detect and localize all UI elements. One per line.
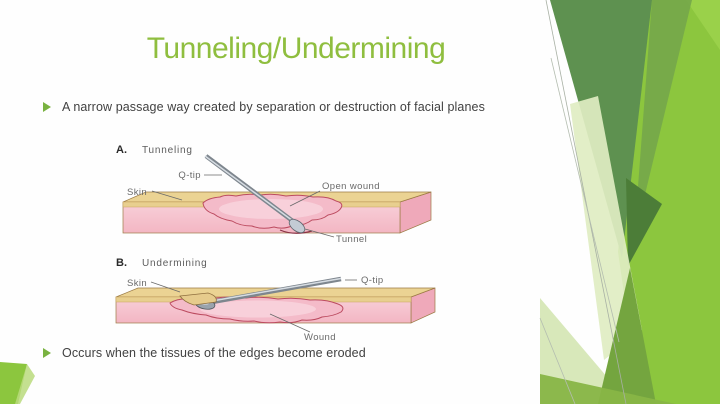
bullet-1-text: A narrow passage way created by separati… (62, 100, 485, 114)
leader-tunnel (304, 228, 335, 238)
facet-bottomleft-wedge (0, 362, 27, 404)
annotation-open-wound: Open wound (322, 181, 380, 192)
facet-medium (634, 0, 692, 240)
slide-title: Tunneling/Undermining (146, 32, 446, 65)
leader-skin-b (150, 281, 181, 293)
qtip-tip-a (288, 218, 306, 234)
tunnel-opening-a (279, 229, 313, 234)
bullet-item-2: Occurs when the tissues of the edges bec… (43, 346, 563, 360)
annotation-qtip-a: Q-tip (178, 170, 201, 181)
figure-panel-b: B. Undermining Skin Q-tip Wound (115, 257, 436, 343)
skin-slab-top-b (115, 287, 436, 298)
bullet-2-text: Occurs when the tissues of the edges bec… (62, 346, 366, 360)
qtip-tip-highlight-b (197, 300, 209, 305)
facet-hairline (539, 317, 576, 404)
qtip-stick-b (211, 276, 342, 305)
facet-olive-band (540, 374, 676, 404)
wound-b (169, 296, 344, 324)
panel-b-title: Undermining (142, 258, 208, 269)
panel-b-letter: B. (116, 257, 127, 269)
wound-highlight-b (200, 300, 316, 318)
wound-highlight-a (219, 199, 323, 219)
facet-medium-bottom (598, 268, 656, 404)
annotation-tunnel: Tunnel (336, 234, 367, 245)
bullet-item-1: A narrow passage way created by separati… (43, 100, 583, 114)
epidermis-band-b (115, 296, 412, 303)
annotation-wound-b: Wound (304, 332, 336, 343)
qtip-tip-b (194, 298, 216, 310)
open-wound-a (202, 193, 343, 229)
bullet-triangle-icon (43, 348, 51, 358)
facet-pale-band (570, 96, 642, 360)
annotation-skin-b: Skin (127, 278, 147, 289)
panel-a-title: Tunneling (142, 145, 193, 156)
skin-slab-front-b (115, 296, 412, 324)
epidermis-band-a (122, 201, 401, 208)
leader-skin-a (151, 190, 183, 201)
skin-flap-b (179, 292, 217, 306)
leader-wound-b (269, 313, 311, 333)
qtip-stick-a (204, 154, 296, 224)
annotation-qtip-b: Q-tip (361, 275, 384, 286)
facet-bright-main (618, 0, 720, 404)
bullet-triangle-icon (43, 102, 51, 112)
qtip-stick-highlight-a (204, 155, 294, 222)
skin-slab-front-a (122, 201, 401, 234)
skin-slab-side-a (399, 191, 432, 234)
facet-dark-wedge (626, 178, 662, 266)
panel-a-letter: A. (116, 144, 127, 156)
facet-topright-light (686, 0, 720, 50)
skin-slab-side-b (410, 287, 436, 324)
leader-open-wound (289, 190, 321, 207)
skin-slab-top-a (122, 191, 432, 203)
qtip-stick-highlight-b (211, 277, 342, 302)
figure-panel-a: A. Tunneling Q-tip Skin Open wound Tunne… (116, 144, 432, 245)
facet-bottomleft-sliver (15, 364, 35, 404)
annotation-skin-a: Skin (127, 187, 147, 198)
